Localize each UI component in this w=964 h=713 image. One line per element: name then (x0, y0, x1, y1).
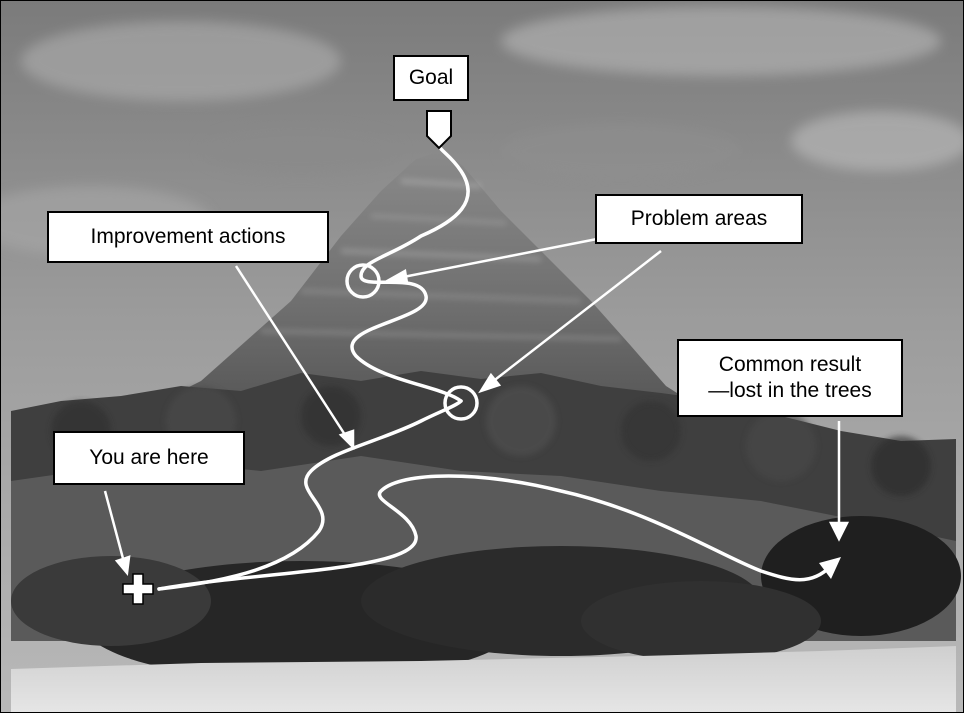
problem-circle-upper (345, 263, 381, 299)
goal-label: Goal (393, 55, 469, 101)
clouds (1, 6, 963, 256)
problem-circle-lower (443, 385, 479, 421)
crosshair-plus-icon (122, 573, 154, 605)
common-result-label: Common result —lost in the trees (677, 339, 903, 417)
path-lost (157, 474, 833, 591)
improvement-actions-label: Improvement actions (47, 211, 329, 263)
pointer-lines (103, 237, 850, 577)
trees-front (11, 516, 961, 681)
problem-areas-label: Problem areas (595, 194, 803, 244)
winding-path (157, 399, 463, 591)
lost-arrowhead (819, 557, 841, 579)
foreground-field (11, 646, 956, 712)
goal-pointer-icon (426, 110, 452, 150)
path-upper (350, 144, 470, 403)
you-are-here-label: You are here (53, 431, 245, 485)
